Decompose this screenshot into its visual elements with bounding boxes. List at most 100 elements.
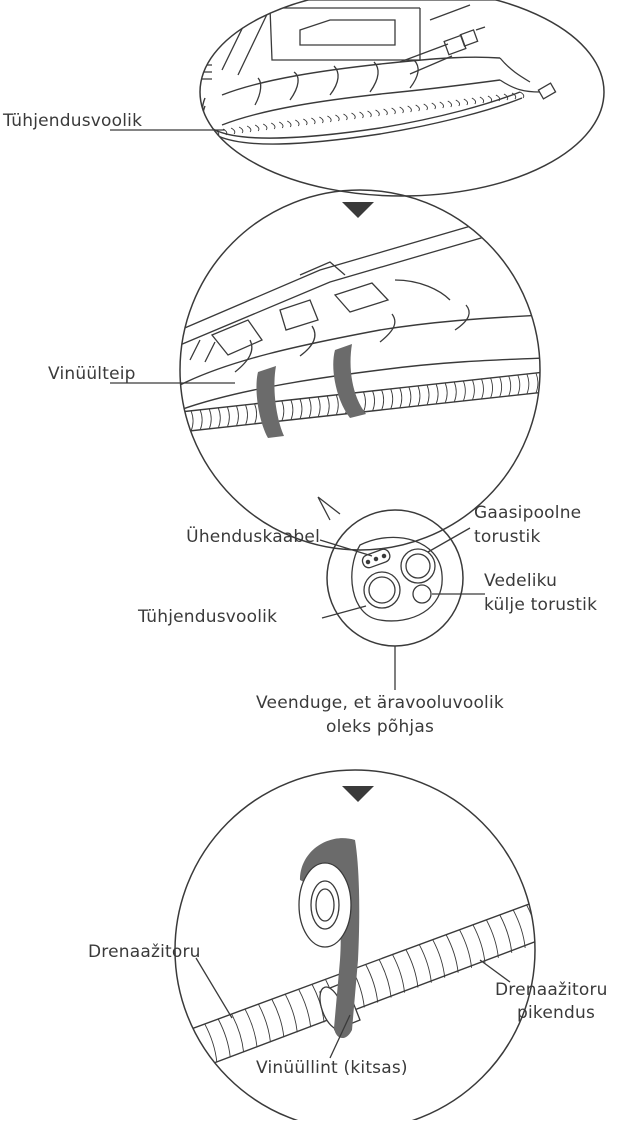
hose-rib bbox=[418, 386, 420, 406]
hose-rib bbox=[463, 381, 465, 401]
hose-rib bbox=[409, 387, 411, 407]
label-drain-hose-top: Tühjendusvoolik bbox=[3, 111, 142, 131]
hose-rib bbox=[472, 380, 474, 400]
hose-rib bbox=[218, 408, 220, 428]
hose-rib bbox=[282, 401, 284, 421]
vinyl-tape-band-1 bbox=[256, 366, 284, 438]
hose-rib bbox=[400, 388, 402, 408]
hose-rib bbox=[500, 915, 512, 953]
hose-rib bbox=[473, 925, 485, 963]
hose-rib bbox=[255, 125, 259, 131]
label-vinyl-tape: Vinüülteip bbox=[48, 364, 136, 384]
hose-rib bbox=[408, 106, 412, 112]
hose-rib bbox=[424, 104, 428, 110]
hose-rib bbox=[336, 395, 338, 415]
hose-rib bbox=[419, 945, 431, 983]
hose-rib bbox=[327, 396, 329, 416]
hose-rib bbox=[427, 385, 429, 405]
hose-rib bbox=[432, 103, 436, 109]
label-drain-pipe: Drenaažitoru bbox=[88, 942, 201, 962]
hose-rib bbox=[191, 1029, 203, 1067]
hose-rib bbox=[239, 127, 243, 133]
hose-rib bbox=[518, 375, 520, 395]
panel-1-hose-bundle bbox=[195, 0, 604, 196]
label-gas-side-1: Gaasipoolne bbox=[474, 503, 581, 523]
hose-rib bbox=[318, 397, 320, 417]
hose-rib bbox=[291, 400, 293, 420]
down-arrow-icon bbox=[342, 786, 374, 802]
hose-rib bbox=[460, 930, 472, 968]
hose-rib bbox=[436, 384, 438, 404]
hose-rib bbox=[359, 112, 363, 118]
hose-rib bbox=[232, 1014, 244, 1052]
hose-rib bbox=[236, 406, 238, 426]
hose-rib bbox=[327, 116, 331, 122]
hose-rib bbox=[527, 374, 529, 394]
hose-rib bbox=[472, 98, 476, 104]
hose-rib bbox=[287, 121, 291, 127]
hose-rib bbox=[488, 96, 492, 102]
label-vinyl-tape-narrow: Vinüüllint (kitsas) bbox=[256, 1058, 408, 1078]
hose-rib bbox=[246, 405, 248, 425]
hose-rib bbox=[209, 409, 211, 429]
hose-rib bbox=[258, 1004, 270, 1042]
cross-section bbox=[327, 510, 463, 646]
hose-rib bbox=[500, 377, 502, 397]
hose-rib bbox=[406, 950, 418, 988]
hose-rib bbox=[513, 910, 525, 948]
hose-rib bbox=[364, 392, 366, 412]
hose-rib bbox=[464, 99, 468, 105]
hose-rib bbox=[382, 390, 384, 410]
hose-rib bbox=[481, 379, 483, 399]
hose-rib bbox=[445, 383, 447, 403]
hose-rib bbox=[393, 955, 405, 993]
hose-rib bbox=[299, 989, 311, 1027]
hose-rib bbox=[335, 115, 339, 121]
label-connection-cable: Ühenduskaabel bbox=[150, 527, 320, 547]
hose-rib bbox=[376, 110, 380, 116]
label-note-line-1: Veenduge, et äravooluvoolik bbox=[200, 693, 560, 713]
hose-rib bbox=[247, 126, 251, 132]
liquid-pipe-circle bbox=[413, 585, 431, 603]
hose-rib bbox=[279, 122, 283, 128]
label-note-line-2: oleks põhjas bbox=[200, 717, 560, 737]
hose-rib bbox=[480, 97, 484, 103]
hose-rib bbox=[379, 960, 391, 998]
hose-rib bbox=[245, 1009, 257, 1047]
hose-rib bbox=[545, 372, 547, 392]
hose-rib bbox=[351, 113, 355, 119]
label-gas-side-2: torustik bbox=[474, 527, 541, 547]
hose-rib bbox=[343, 114, 347, 120]
hose-rib bbox=[303, 119, 307, 125]
hose-rib bbox=[309, 398, 311, 418]
hose-rib bbox=[520, 92, 524, 98]
label-liquid-side-1: Vedeliku bbox=[484, 571, 557, 591]
hose-rib bbox=[218, 1019, 230, 1057]
hose-rib bbox=[191, 411, 193, 431]
hose-rib bbox=[182, 412, 184, 432]
hose-rib bbox=[400, 107, 404, 113]
hose-rib bbox=[384, 109, 388, 115]
hose-rib bbox=[272, 999, 284, 1037]
hose-rib bbox=[491, 378, 493, 398]
hose-rib bbox=[295, 120, 299, 126]
hose-rib bbox=[456, 100, 460, 106]
label-drain-hose-section: Tühjendusvoolik bbox=[138, 607, 277, 627]
hose-rib bbox=[486, 920, 498, 958]
hose-rib bbox=[540, 900, 552, 938]
hose-rib bbox=[366, 965, 378, 1003]
hose-rib bbox=[285, 994, 297, 1032]
hose-rib bbox=[440, 102, 444, 108]
hose-rib bbox=[448, 101, 452, 107]
hose-rib bbox=[319, 117, 323, 123]
label-drain-ext-1: Drenaažitoru bbox=[495, 980, 608, 1000]
label-drain-ext-2: pikendus bbox=[517, 1003, 595, 1023]
hose-rib bbox=[227, 407, 229, 427]
hose-rib bbox=[311, 118, 315, 124]
cross-section-callouts bbox=[320, 528, 485, 690]
hose-rib bbox=[536, 373, 538, 393]
hose-rib bbox=[373, 391, 375, 411]
label-liquid-side-2: külje torustik bbox=[484, 595, 597, 615]
down-arrow-icon bbox=[342, 202, 374, 218]
